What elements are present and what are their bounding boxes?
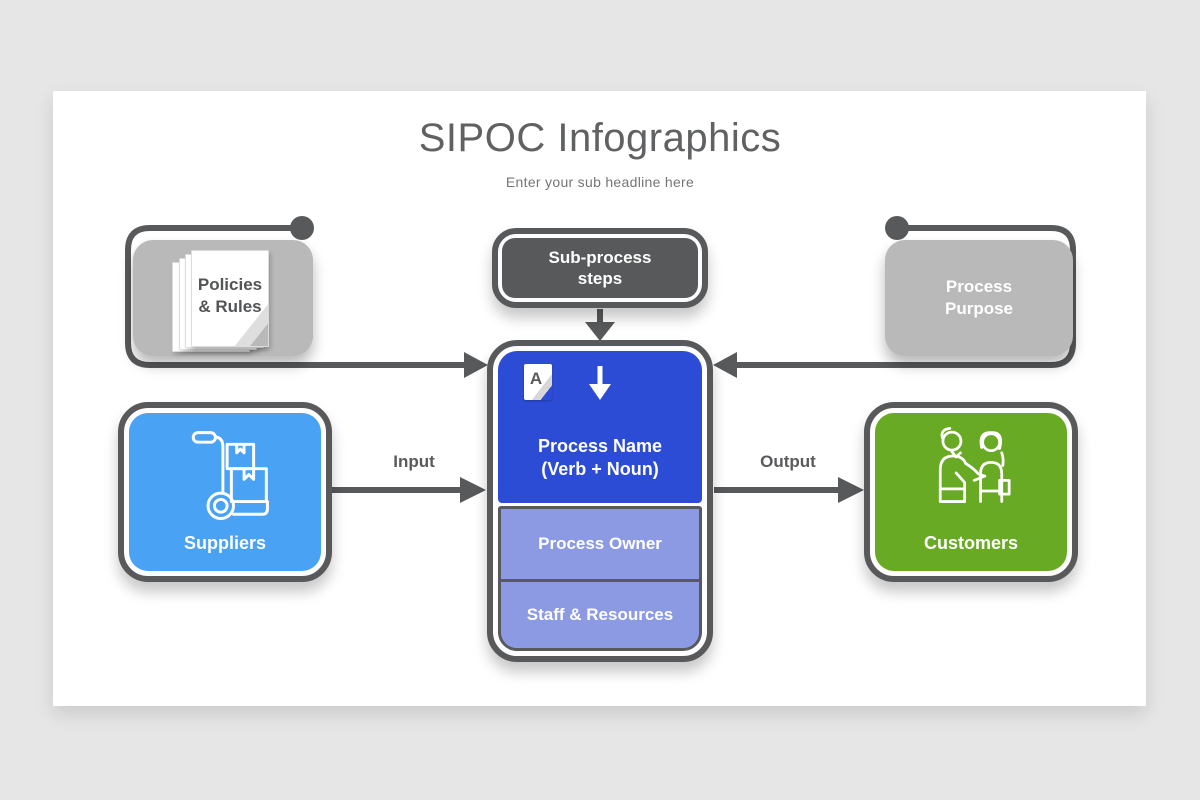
hand-truck-icon bbox=[191, 431, 269, 521]
sub-process-label: Sub-process steps bbox=[548, 248, 652, 288]
process-name-section: A Process Name (Verb + Noun) bbox=[498, 351, 702, 503]
sub-process-steps-box: Sub-process steps bbox=[492, 228, 708, 308]
document-a-icon: A bbox=[524, 364, 552, 400]
suppliers-label: Suppliers bbox=[183, 533, 267, 553]
process-owner-section: Process Owner bbox=[501, 509, 699, 582]
paper-sheet-front: Policies & Rules bbox=[191, 250, 269, 347]
page-title: SIPOC Infographics bbox=[418, 116, 782, 160]
page-subtitle: Enter your sub headline here bbox=[505, 174, 695, 190]
process-purpose-box: Process Purpose bbox=[885, 240, 1073, 356]
staff-resources-section: Staff & Resources bbox=[501, 582, 699, 648]
customers-label: Customers bbox=[923, 533, 1019, 553]
process-name-label: Process Name (Verb + Noun) bbox=[537, 436, 663, 479]
paper-stack-icon: Policies & Rules bbox=[172, 250, 269, 352]
process-box: A Process Name (Verb + Noun) Process Own… bbox=[487, 340, 713, 662]
process-subsections: Process Owner Staff & Resources bbox=[498, 506, 702, 651]
customers-box: Customers bbox=[864, 402, 1078, 582]
down-arrow-icon bbox=[589, 366, 611, 400]
process-purpose-label: Process Purpose bbox=[944, 277, 1014, 318]
output-label: Output bbox=[760, 452, 816, 471]
policies-label: Policies & Rules bbox=[197, 274, 263, 316]
process-owner-label: Process Owner bbox=[538, 534, 662, 553]
handshake-icon bbox=[938, 427, 1011, 503]
input-label: Input bbox=[393, 452, 435, 471]
suppliers-box: Suppliers bbox=[118, 402, 332, 582]
staff-resources-label: Staff & Resources bbox=[526, 605, 674, 624]
